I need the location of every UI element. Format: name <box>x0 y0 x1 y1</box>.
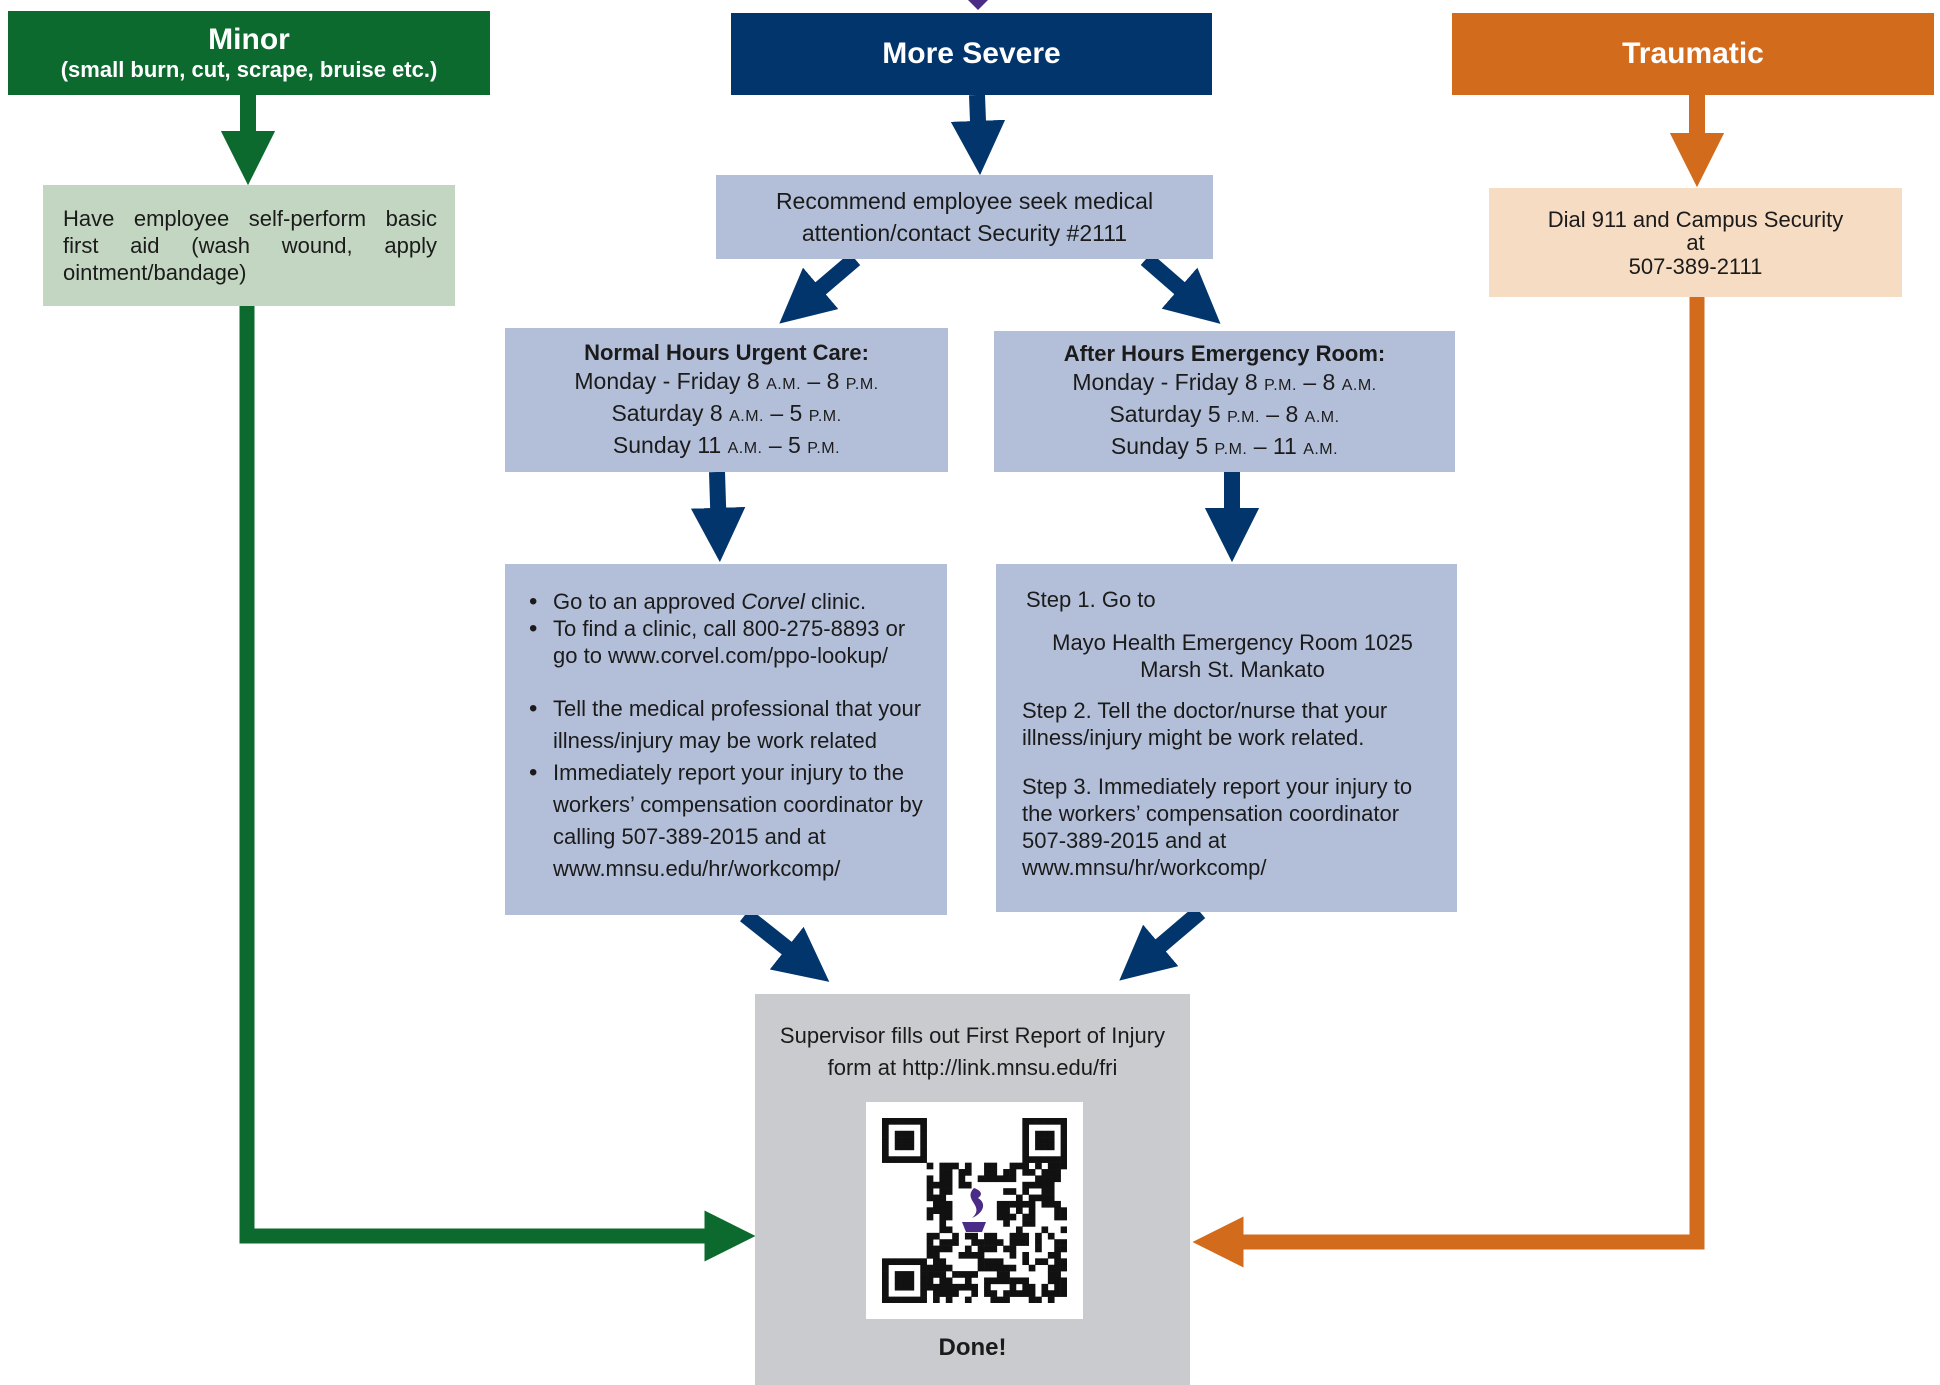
emergency-room-heading: After Hours Emergency Room: <box>1063 341 1386 366</box>
hours-meridiem: A.M. <box>1304 409 1340 426</box>
hours-meridiem: P.M. <box>808 407 842 425</box>
list-item: Go to an approved Corvel clinic. <box>525 588 931 615</box>
clinic-instructions-box: Go to an approved Corvel clinic. To find… <box>505 564 947 915</box>
trauma-arrow-to-final <box>1192 297 1705 1268</box>
hours-day: Monday - Friday 8 <box>574 367 767 394</box>
er-steps-box: Step 1. Go to Mayo Health Emergency Room… <box>996 564 1457 912</box>
minor-arrow-to-final <box>239 306 756 1262</box>
er-step-3: Step 3. Immediately report your injury t… <box>1022 774 1413 880</box>
hours-meridiem: A.M. <box>729 407 764 425</box>
severe-action-box: Recommend employee seek medical attentio… <box>716 175 1213 259</box>
hours-day: Monday - Friday 8 <box>1072 369 1265 395</box>
traumatic-header: Traumatic <box>1452 13 1934 95</box>
hours-meridiem: P.M. <box>1214 441 1248 458</box>
hours-mid: – 11 <box>1247 433 1304 459</box>
hours-meridiem: P.M. <box>1264 377 1297 394</box>
hours-meridiem: P.M. <box>1227 409 1260 426</box>
urgent-hours-sunday: Sunday 11 A.M. – 5 P.M. <box>505 431 948 463</box>
corvel-name: Corvel <box>741 589 805 614</box>
traumatic-action-box: Dial 911 and Campus Security at 507-389-… <box>1489 188 1902 297</box>
er-hours-weekday: Monday - Friday 8 P.M. – 8 A.M. <box>994 368 1455 400</box>
urgent-hours-weekday: Monday - Friday 8 A.M. – 8 P.M. <box>505 367 948 399</box>
hours-mid: – 5 <box>763 399 809 426</box>
minor-action-text: Have employee self-perform basic first a… <box>63 206 437 285</box>
severe-arrow-right <box>1140 252 1221 324</box>
final-line1: Supervisor fills out First Report of Inj… <box>779 1023 1166 1048</box>
hours-meridiem: A.M. <box>1341 377 1377 394</box>
hours-mid: – 8 <box>801 367 846 394</box>
er-arrow-to-final <box>1119 905 1206 981</box>
traumatic-line2: at <box>1686 229 1705 255</box>
list-item: Tell the medical professional that your … <box>525 693 931 757</box>
minor-header: Minor (small burn, cut, scrape, bruise e… <box>8 11 490 95</box>
hours-day: Sunday 11 <box>612 431 728 458</box>
clinic-text: Go to an approved <box>553 589 742 614</box>
clinic-text: clinic. <box>804 589 867 614</box>
hours-day: Saturday 8 <box>611 399 730 426</box>
er-address: Mayo Health Emergency Room 1025 Marsh St… <box>1052 630 1413 682</box>
hours-mid: – 8 <box>1259 401 1305 427</box>
severe-title: More Severe <box>882 37 1061 70</box>
list-item: Immediately report your injury to the wo… <box>525 757 931 885</box>
severe-arrow-left <box>779 252 861 324</box>
hours-day: Saturday 5 <box>1109 401 1228 427</box>
hours-meridiem: A.M. <box>1303 441 1339 458</box>
incoming-arrow-tip <box>968 0 988 10</box>
hours-meridiem: P.M. <box>807 439 841 457</box>
urgent-care-heading: Normal Hours Urgent Care: <box>584 339 869 365</box>
final-line2: form at http://link.mnsu.edu/fri <box>827 1055 1118 1080</box>
list-item: To find a clinic, call 800-275-8893 or g… <box>525 615 931 669</box>
severe-header: More Severe <box>731 13 1212 95</box>
urgent-care-hours-box: Normal Hours Urgent Care: Monday - Frida… <box>505 328 948 472</box>
hours-mid: – 8 <box>1296 369 1342 395</box>
severe-action-line1: Recommend employee seek medical <box>775 188 1154 214</box>
clinic-arrow-to-final <box>740 908 830 982</box>
hours-meridiem: A.M. <box>766 375 802 393</box>
er-hours-sunday: Sunday 5 P.M. – 11 A.M. <box>994 432 1455 464</box>
hours-meridiem: P.M. <box>845 375 879 393</box>
severe-arrow-down <box>950 94 1006 176</box>
minor-subtitle: (small burn, cut, scrape, bruise etc.) <box>60 57 438 82</box>
traumatic-line3: 507-389-2111 <box>1628 253 1763 279</box>
urgent-hours-saturday: Saturday 8 A.M. – 5 P.M. <box>505 399 948 431</box>
severe-action-line2: attention/contact Security #2111 <box>801 220 1128 246</box>
done-label: Done! <box>938 1334 1007 1361</box>
clinic-instructions-list: Go to an approved Corvel clinic. To find… <box>525 588 931 885</box>
qr-code-frame[interactable] <box>866 1102 1083 1319</box>
traumatic-line1: Dial 911 and Campus Security <box>1547 206 1844 232</box>
emergency-room-hours-box: After Hours Emergency Room: Monday - Fri… <box>994 331 1455 472</box>
final-report-box: Supervisor fills out First Report of Inj… <box>755 994 1190 1385</box>
minor-action-box: Have employee self-perform basic first a… <box>43 185 455 306</box>
hours-meridiem: A.M. <box>727 439 763 457</box>
traumatic-title: Traumatic <box>1622 37 1764 70</box>
qr-code-icon[interactable] <box>882 1118 1067 1303</box>
er-step-1: Step 1. Go to <box>1026 587 1156 612</box>
er-hours-saturday: Saturday 5 P.M. – 8 A.M. <box>994 400 1455 432</box>
urgent-arrow-down <box>690 471 746 563</box>
minor-title: Minor <box>208 23 290 56</box>
hours-day: Sunday 5 <box>1110 433 1215 459</box>
hours-mid: – 5 <box>762 431 808 458</box>
er-step-2: Step 2. Tell the doctor/nurse that your … <box>1022 698 1388 750</box>
